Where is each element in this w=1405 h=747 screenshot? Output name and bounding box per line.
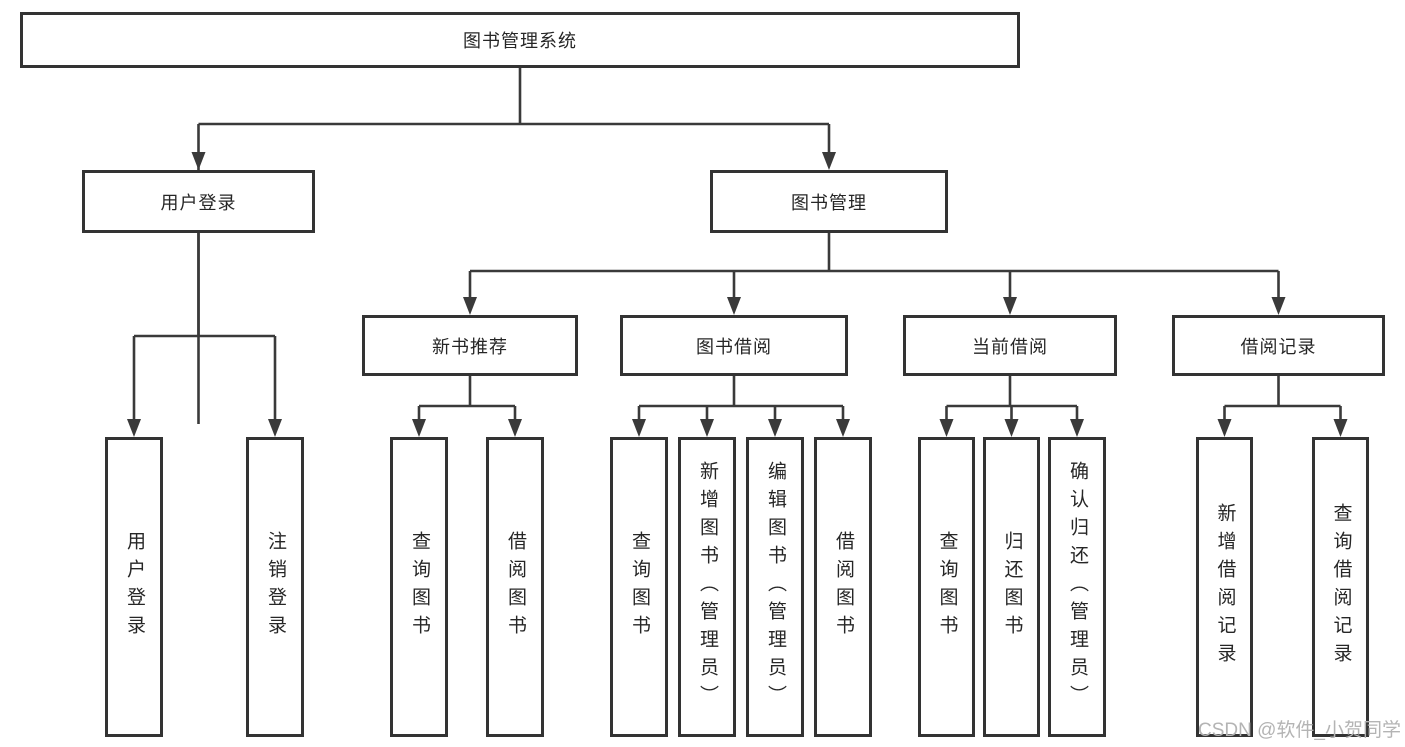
arrow-down-icon	[1070, 419, 1084, 437]
leaf-logout: 注销登录	[246, 437, 304, 737]
connector-borrow-record-to-leaves	[1223, 376, 1342, 424]
node-book-management: 图书管理	[710, 170, 948, 233]
leaf-edit-book-admin: 编辑图书（管理员）	[746, 437, 804, 737]
leaf-query-books-2: 查询图书	[610, 437, 668, 737]
leaf-query-borrow-record: 查询借阅记录	[1312, 437, 1369, 737]
arrow-down-icon	[508, 419, 522, 437]
arrow-down-icon	[632, 419, 646, 437]
arrow-down-icon	[191, 152, 206, 170]
arrow-down-icon	[1333, 419, 1348, 437]
arrow-down-icon	[127, 419, 141, 437]
connector-user-login-to-leaves	[132, 233, 277, 424]
connector-book-borrow-to-leaves	[637, 376, 845, 424]
node-new-book-recommendation: 新书推荐	[362, 315, 578, 376]
arrow-down-icon	[727, 297, 741, 315]
arrow-down-icon	[268, 419, 282, 437]
arrow-down-icon	[1003, 297, 1017, 315]
connector-current-borrow-to-leaves	[945, 376, 1079, 424]
arrow-down-icon	[1217, 419, 1232, 437]
arrow-down-icon	[1271, 297, 1286, 315]
leaf-query-books-3: 查询图书	[918, 437, 975, 737]
leaf-borrow-books-2: 借阅图书	[814, 437, 872, 737]
node-borrowing-records: 借阅记录	[1172, 315, 1385, 376]
arrow-down-icon	[768, 419, 782, 437]
leaf-user-login: 用户登录	[105, 437, 163, 737]
arrow-down-icon	[463, 297, 477, 315]
arrow-down-icon	[939, 419, 954, 437]
leaf-confirm-return-admin: 确认归还（管理员）	[1048, 437, 1106, 737]
leaf-add-borrow-record: 新增借阅记录	[1196, 437, 1253, 737]
leaf-borrow-books-1: 借阅图书	[486, 437, 544, 737]
leaf-query-books-1: 查询图书	[390, 437, 448, 737]
csdn-watermark: CSDN @软件_小贺同学	[1198, 720, 1401, 741]
connector-new-book-to-leaves	[417, 376, 517, 424]
arrow-down-icon	[1004, 419, 1019, 437]
node-user-login: 用户登录	[82, 170, 315, 233]
leaf-add-book-admin: 新增图书（管理员）	[678, 437, 736, 737]
arrow-down-icon	[836, 419, 850, 437]
arrow-down-icon	[700, 419, 714, 437]
node-root-system: 图书管理系统	[20, 12, 1020, 68]
arrow-down-icon	[412, 419, 426, 437]
arrow-down-icon	[822, 152, 836, 170]
connector-book-management-to-level3	[468, 233, 1280, 302]
arrowheads	[127, 152, 1348, 437]
node-book-borrowing: 图书借阅	[620, 315, 848, 376]
leaf-return-books: 归还图书	[983, 437, 1040, 737]
node-current-borrowing: 当前借阅	[903, 315, 1117, 376]
